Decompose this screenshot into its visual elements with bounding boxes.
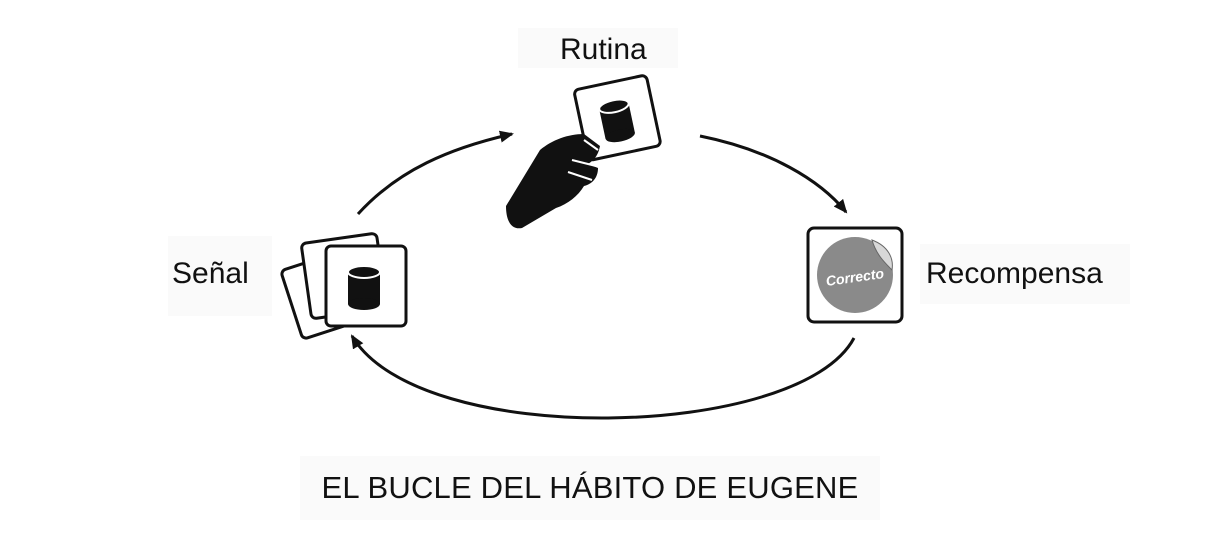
arrow-reward-to-cue: [350, 334, 856, 420]
routine-label: Rutina: [518, 28, 678, 68]
cue-label: Señal: [168, 236, 272, 316]
diagram-title: EL BUCLE DEL HÁBITO DE EUGENE: [300, 456, 880, 520]
arrow-routine-to-reward: [699, 134, 848, 214]
reward-label: Recompensa: [920, 244, 1130, 304]
reward-card-icon: Correcto: [806, 226, 904, 324]
cue-cards-icon: [280, 232, 408, 340]
hand-holding-card-icon: [506, 74, 662, 229]
arrow-cue-to-routine: [356, 130, 514, 216]
cylinder-icon: [347, 265, 381, 310]
